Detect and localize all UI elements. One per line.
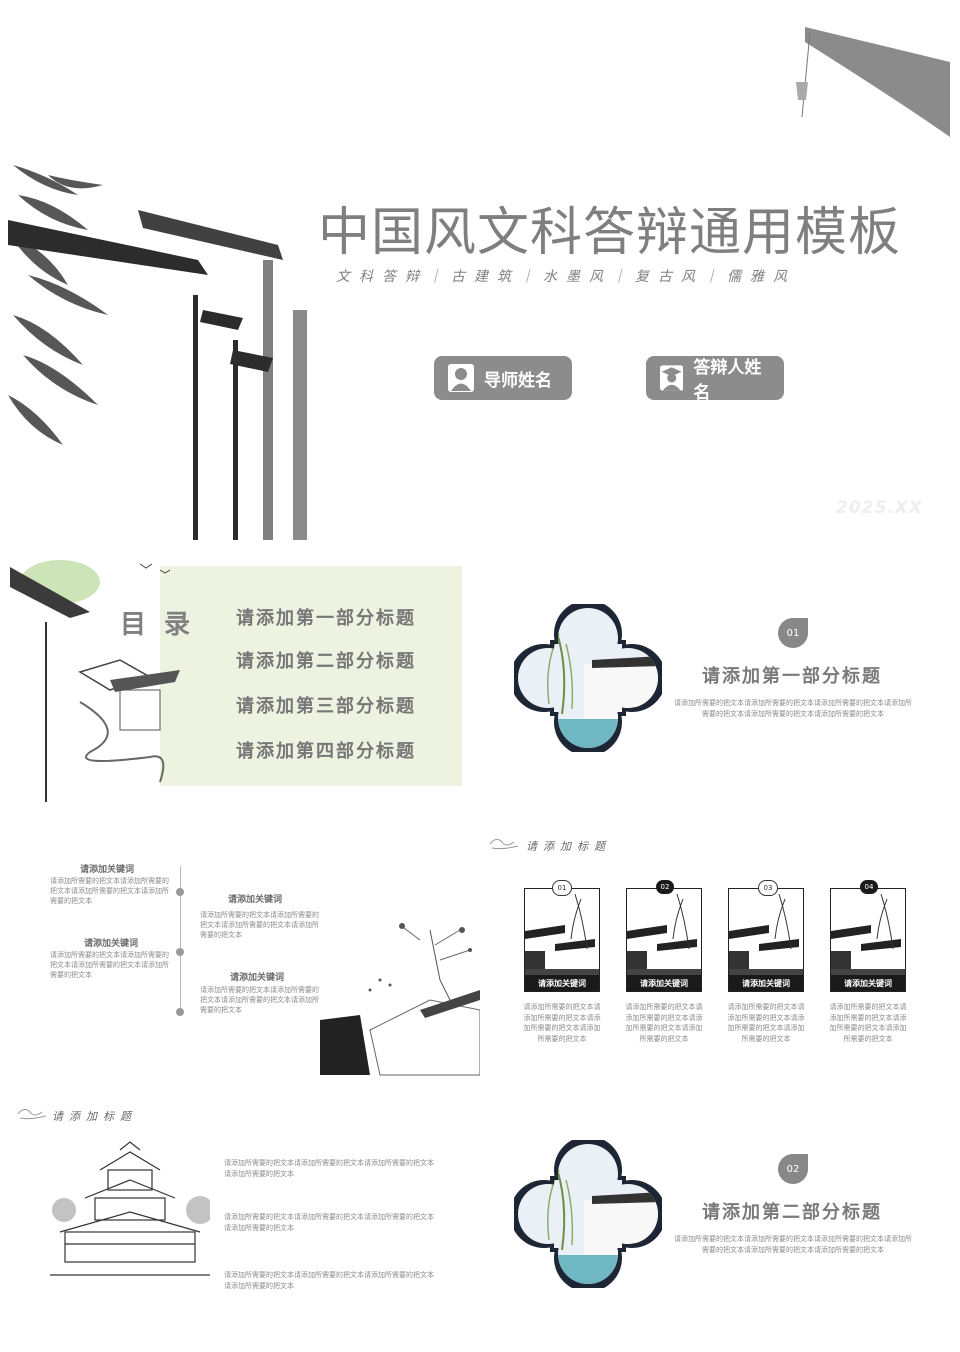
tower-slide: 请添加标题 请添加所需要的把文本请添加所需要的把文本请添加所需要的把文本请添加所… <box>10 1090 462 1344</box>
cloud-ornament-icon <box>489 838 519 850</box>
section-2-number: 02 <box>778 1154 808 1184</box>
section-1-number: 01 <box>778 618 808 648</box>
timeline-dot <box>176 1008 184 1016</box>
cloud-ornament-icon <box>17 1108 47 1120</box>
timeline-item-4-body: 请添加所需要的把文本请添加所需要的把文本请添加所需要的把文本请添加所需要的把文本 <box>200 986 319 1014</box>
cards-slide: 请添加标题 请添加关键词 01 请添加所需要的把文本请添加所需要的把文本请添加所… <box>486 830 956 1080</box>
section-1-title: 请添加第一部分标题 <box>702 666 882 687</box>
timeline-item-2-title: 请添加关键词 <box>228 895 283 905</box>
timeline-dot <box>176 948 184 956</box>
ink-gate-illustration <box>8 210 307 540</box>
card-house-illustration <box>729 893 803 977</box>
toc-title: 目录 <box>120 610 209 640</box>
tower-paragraph-3: 请添加所需要的把文本请添加所需要的把文本请添加所需要的把文本请添加所需要的把文本 <box>224 1271 434 1290</box>
tree-house-illustration <box>320 923 480 1076</box>
tower-paragraph-2: 请添加所需要的把文本请添加所需要的把文本请添加所需要的把文本请添加所需要的把文本 <box>224 1213 434 1232</box>
card-3[interactable]: 请添加关键词 <box>728 888 804 992</box>
graduate-icon <box>660 365 684 391</box>
cover-title: 中国风文科答辩通用模板 <box>318 203 902 263</box>
toc-background <box>160 566 462 786</box>
cards-heading: 请添加标题 <box>526 840 611 853</box>
timeline-item-3-body: 请添加所需要的把文本请添加所需要的把文本请添加所需要的把文本请添加所需要的把文本 <box>50 951 169 979</box>
section-2-slide: 02 请添加第二部分标题 请添加所需要的把文本请添加所需要的把文本请添加所需要的… <box>496 1088 948 1342</box>
card-2-number: 02 <box>656 880 674 894</box>
card-4-label: 请添加关键词 <box>831 975 905 991</box>
toc-item-4[interactable]: 请添加第四部分标题 <box>236 741 416 762</box>
card-house-illustration <box>831 893 905 977</box>
timeline-item-2-body: 请添加所需要的把文本请添加所需要的把文本请添加所需要的把文本请添加所需要的把文本 <box>200 911 319 939</box>
person-icon <box>448 364 474 392</box>
quatrefoil-window <box>514 1140 662 1288</box>
timeline-dot <box>176 888 184 896</box>
card-house-illustration <box>627 893 701 977</box>
card-3-body: 请添加所需要的把文本请添加所需要的把文本请添加所需要的把文本请添加所需要的把文本 <box>727 1003 805 1043</box>
cover-date: 2025.XX <box>836 498 923 518</box>
eave-bell-illustration <box>796 27 950 137</box>
card-3-label: 请添加关键词 <box>729 975 803 991</box>
tower-paragraph-1: 请添加所需要的把文本请添加所需要的把文本请添加所需要的把文本请添加所需要的把文本 <box>224 1159 434 1178</box>
card-4[interactable]: 请添加关键词 <box>830 888 906 992</box>
tutor-name-button[interactable]: 导师姓名 <box>434 356 572 400</box>
card-1[interactable]: 请添加关键词 <box>524 888 600 992</box>
section-2-body: 请添加所需要的把文本请添加所需要的把文本请添加所需要的把文本请添加所需要的把文本… <box>674 1235 912 1254</box>
card-1-body: 请添加所需要的把文本请添加所需要的把文本请添加所需要的把文本请添加所需要的把文本 <box>523 1003 601 1043</box>
timeline-item-4-title: 请添加关键词 <box>230 973 285 983</box>
card-4-number: 04 <box>860 880 878 894</box>
quatrefoil-window <box>514 604 662 752</box>
defender-name-label: 答辩人姓名 <box>693 358 762 403</box>
card-2-label: 请添加关键词 <box>627 975 701 991</box>
timeline-axis <box>180 866 181 1016</box>
toc-item-2[interactable]: 请添加第二部分标题 <box>236 651 416 672</box>
timeline-slide: 请添加关键词 请添加所需要的把文本请添加所需要的把文本请添加所需要的把文本请添加… <box>10 830 480 1080</box>
toc-item-1[interactable]: 请添加第一部分标题 <box>236 608 416 629</box>
cover-slide: 中国风文科答辩通用模板 文科答辩｜古建筑｜水墨风｜复古风｜儒雅风 导师姓名 答辩… <box>0 0 960 540</box>
card-house-illustration <box>525 893 599 977</box>
section-1-body: 请添加所需要的把文本请添加所需要的把文本请添加所需要的把文本请添加所需要的把文本… <box>674 699 912 718</box>
pavilion-illustration <box>50 1141 210 1276</box>
toc-item-3[interactable]: 请添加第三部分标题 <box>236 696 416 717</box>
defender-name-button[interactable]: 答辩人姓名 <box>646 356 784 403</box>
section-1-slide: 01 请添加第一部分标题 请添加所需要的把文本请添加所需要的把文本请添加所需要的… <box>496 552 948 806</box>
timeline-item-3-title: 请添加关键词 <box>84 939 139 949</box>
card-1-number: 01 <box>552 880 572 896</box>
tutor-name-label: 导师姓名 <box>484 370 552 391</box>
card-1-label: 请添加关键词 <box>525 975 599 991</box>
toc-slide: 目录 请添加第一部分标题 请添加第二部分标题 请添加第三部分标题 请添加第四部分… <box>10 552 462 806</box>
cover-subtitle: 文科答辩｜古建筑｜水墨风｜复古风｜儒雅风 <box>336 269 796 285</box>
timeline-item-1-body: 请添加所需要的把文本请添加所需要的把文本请添加所需要的把文本请添加所需要的把文本 <box>50 877 169 905</box>
card-2-body: 请添加所需要的把文本请添加所需要的把文本请添加所需要的把文本请添加所需要的把文本 <box>625 1003 703 1043</box>
village-illustration <box>10 560 180 802</box>
tower-heading: 请添加标题 <box>52 1110 137 1123</box>
bamboo-illustration <box>8 165 108 445</box>
card-4-body: 请添加所需要的把文本请添加所需要的把文本请添加所需要的把文本请添加所需要的把文本 <box>829 1003 907 1043</box>
section-2-title: 请添加第二部分标题 <box>702 1202 882 1223</box>
timeline-item-1-title: 请添加关键词 <box>80 865 135 875</box>
card-3-number: 03 <box>758 880 778 896</box>
card-2[interactable]: 请添加关键词 <box>626 888 702 992</box>
